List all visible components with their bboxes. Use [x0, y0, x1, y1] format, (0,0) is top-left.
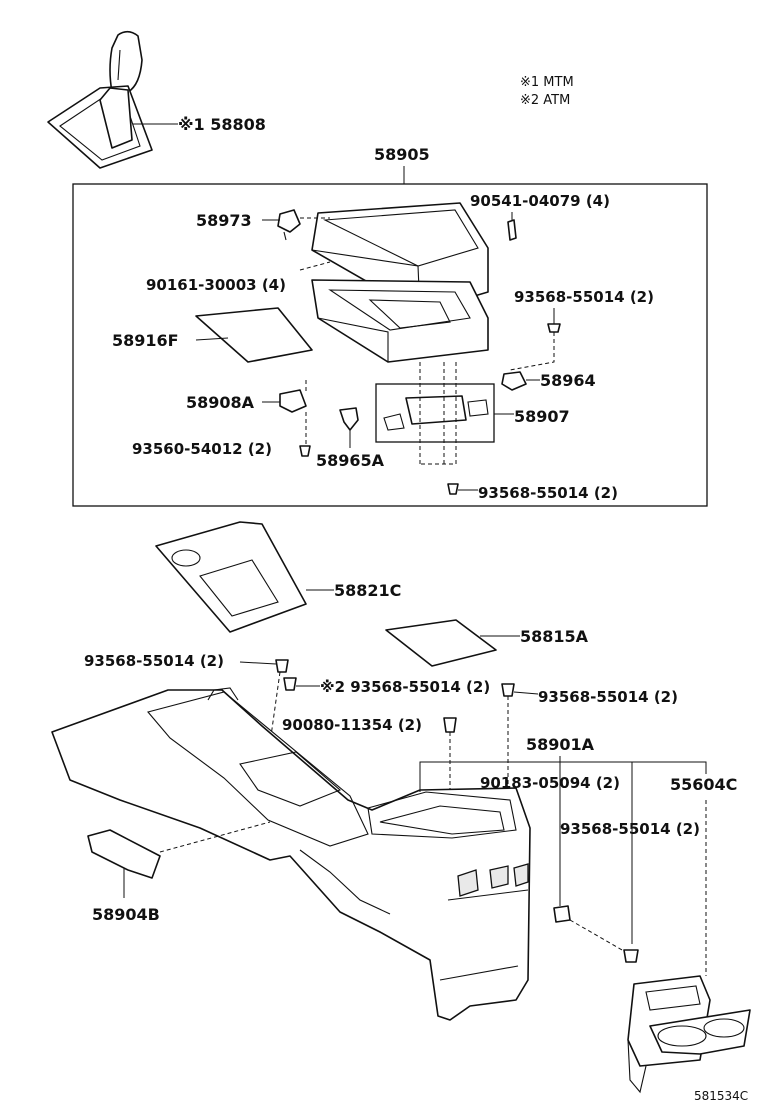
- screw-93568-f-part: [623, 949, 639, 963]
- nut-90183-part: [553, 905, 571, 923]
- screw-93568-c-part: [275, 659, 289, 673]
- clip-58973-part: [277, 209, 301, 241]
- screw-90080-part: [443, 717, 457, 733]
- guide-93568-a: [509, 332, 555, 371]
- screw-93568-a-part: [547, 323, 561, 333]
- label-58964: 58964: [540, 371, 596, 390]
- console-body-part: [51, 687, 531, 1021]
- label-58901A: 58901A: [526, 735, 595, 754]
- label-58973: 58973: [196, 211, 252, 230]
- label-55604C: 55604C: [670, 775, 737, 794]
- shift-panel-58821C-part: [155, 521, 307, 633]
- assembly-box-58905: [72, 183, 708, 507]
- cup-holder-55604C-part: [627, 975, 751, 1094]
- label-93568-a: 93568-55014 (2): [514, 288, 654, 306]
- bracket-58908A-part: [279, 389, 307, 413]
- guide-90183: [569, 919, 623, 951]
- label-90183: 90183-05094 (2): [480, 774, 620, 792]
- label-58965A: 58965A: [316, 451, 385, 470]
- armrest-base-part: [311, 279, 489, 363]
- shift-boot-part: [47, 30, 153, 169]
- leader-93568-c: [239, 661, 277, 665]
- legend-atm: ※2 ATM: [520, 93, 570, 108]
- label-93568-e: 93568-55014 (2): [538, 688, 678, 706]
- screw-93568-e-part: [501, 683, 515, 697]
- label-58908A: 58908A: [186, 393, 255, 412]
- label-93568-c: 93568-55014 (2): [84, 652, 224, 670]
- label-58808: ※1 58808: [178, 115, 266, 134]
- leader-93568-e: [513, 691, 539, 695]
- reference-code: 581534C: [694, 1089, 748, 1103]
- label-58905: 58905: [374, 145, 430, 164]
- hinge-58907-part: [383, 395, 489, 431]
- label-90161: 90161-30003 (4): [146, 276, 286, 294]
- screw-93568-d-part: [283, 677, 297, 691]
- guide-58907-c: [420, 362, 457, 465]
- leader-58916F: [195, 337, 229, 341]
- bracket-58965A-part: [339, 407, 359, 431]
- trim-58904B-part: [87, 829, 161, 879]
- label-93568-f: 93568-55014 (2): [560, 820, 700, 838]
- label-93568-d: ※2 93568-55014 (2): [320, 678, 490, 696]
- guide-90161: [299, 261, 331, 271]
- label-58904B: 58904B: [92, 905, 160, 924]
- screw-93568-b-part: [447, 483, 459, 495]
- pad-58916F-part: [195, 307, 313, 363]
- legend-mtm: ※1 MTM: [520, 75, 574, 90]
- label-93560: 93560-54012 (2): [132, 440, 272, 458]
- label-58821C: 58821C: [334, 581, 401, 600]
- guide-58904B: [159, 821, 271, 853]
- screw-90541-part: [507, 219, 517, 241]
- mat-58815A-part: [385, 619, 497, 667]
- label-93568-b: 93568-55014 (2): [478, 484, 618, 502]
- label-90080: 90080-11354 (2): [282, 716, 422, 734]
- label-90541: 90541-04079 (4): [470, 192, 610, 210]
- label-58815A: 58815A: [520, 627, 589, 646]
- label-58916F: 58916F: [112, 331, 179, 350]
- label-58907: 58907: [514, 407, 570, 426]
- hinge-box-58907: [375, 383, 495, 443]
- bracket-58901A: [419, 761, 707, 792]
- clip-58964-part: [501, 371, 527, 391]
- screw-93560-part: [299, 445, 311, 457]
